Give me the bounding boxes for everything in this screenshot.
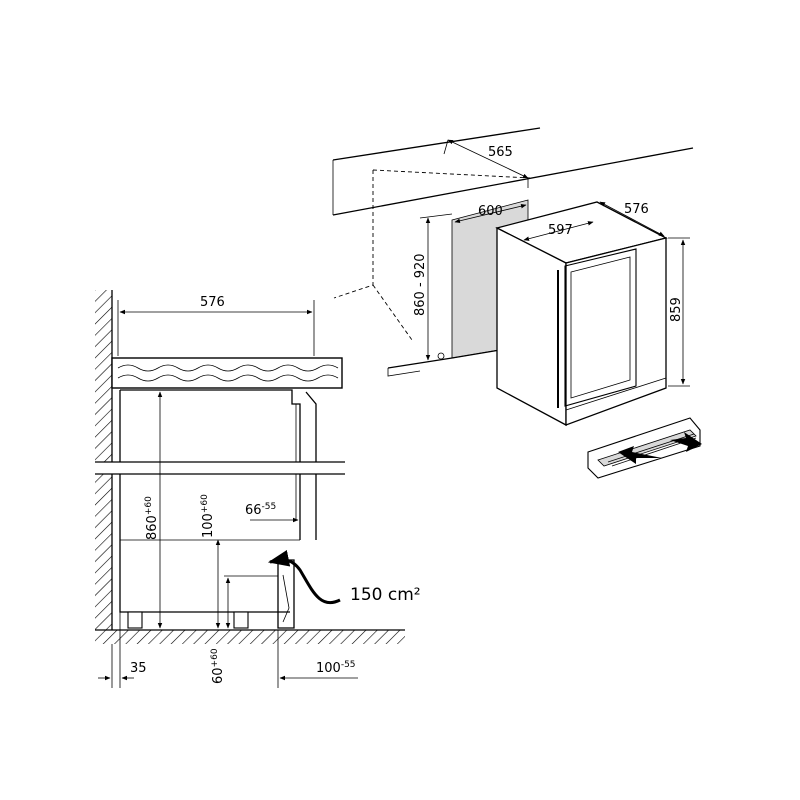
wood-grain-1 [117, 364, 339, 372]
cooler-front [565, 237, 667, 426]
dim-66-label: 66-55 [245, 502, 276, 518]
dim-597-line [523, 221, 594, 241]
cooler-door [564, 248, 637, 407]
break-band [95, 462, 345, 474]
dim-597-label: 597 [548, 223, 573, 238]
niche-outline-left [333, 170, 374, 299]
airflow-in-arrow [618, 446, 662, 464]
dim-576-top-label: 576 [624, 202, 649, 217]
worktop [111, 357, 343, 389]
wall-hatch [95, 290, 112, 630]
appliance-top-outline [120, 389, 301, 540]
dim-100-label: 100+60 [200, 494, 216, 538]
niche-outline-top [372, 169, 531, 179]
niche-anchor-screw [437, 352, 445, 360]
cooler-glass [570, 256, 631, 399]
dim-565-line [447, 139, 529, 179]
airflow-out-arrow [670, 432, 702, 452]
niche-floor-edge [387, 368, 421, 377]
dim-576-label: 576 [200, 295, 225, 310]
front-foot [233, 611, 249, 629]
plinth-detail [282, 574, 290, 623]
dim-859-label: 859 [669, 297, 684, 322]
dim-860-920-label: 860 - 920 [413, 253, 428, 316]
dim-35-label: 35 [130, 661, 147, 676]
wine-cooler [495, 201, 668, 427]
worktop-back-edge [332, 127, 541, 161]
wood-grain-2 [117, 374, 339, 382]
niche-view: 565 600 860 - 920 597 576 859 [332, 127, 702, 479]
dim-600-line [454, 203, 527, 224]
dim-576-top-line [599, 201, 665, 237]
cooler-side [496, 226, 567, 427]
niche-floor [387, 349, 501, 369]
door-profile [305, 391, 317, 540]
niche-outline-bottom [372, 284, 413, 341]
dim-600-label: 600 [478, 204, 503, 219]
rear-foot [127, 611, 143, 629]
cooler-plinth-line [565, 377, 667, 411]
dim-565-ext-a [443, 139, 449, 155]
dim-860-920-ext-top [419, 213, 453, 219]
plinth-grille [587, 417, 702, 479]
worktop-front-edge [332, 147, 694, 216]
dim-860-label: 860+60 [144, 496, 160, 540]
side-view: 576 860+60 100+60 66-55 150 cm² 60+6 [95, 290, 421, 688]
dim-565-label: 565 [488, 145, 513, 160]
dim-60-label: 60+60 [210, 648, 226, 684]
dim-100b-label: 100-55 [316, 660, 356, 676]
grille-line-1 [607, 433, 695, 463]
floor-hatch [95, 630, 405, 644]
vent-area-label: 150 cm² [350, 585, 421, 605]
airflow-curve-arrow [267, 550, 341, 605]
plinth-panel [277, 559, 295, 629]
